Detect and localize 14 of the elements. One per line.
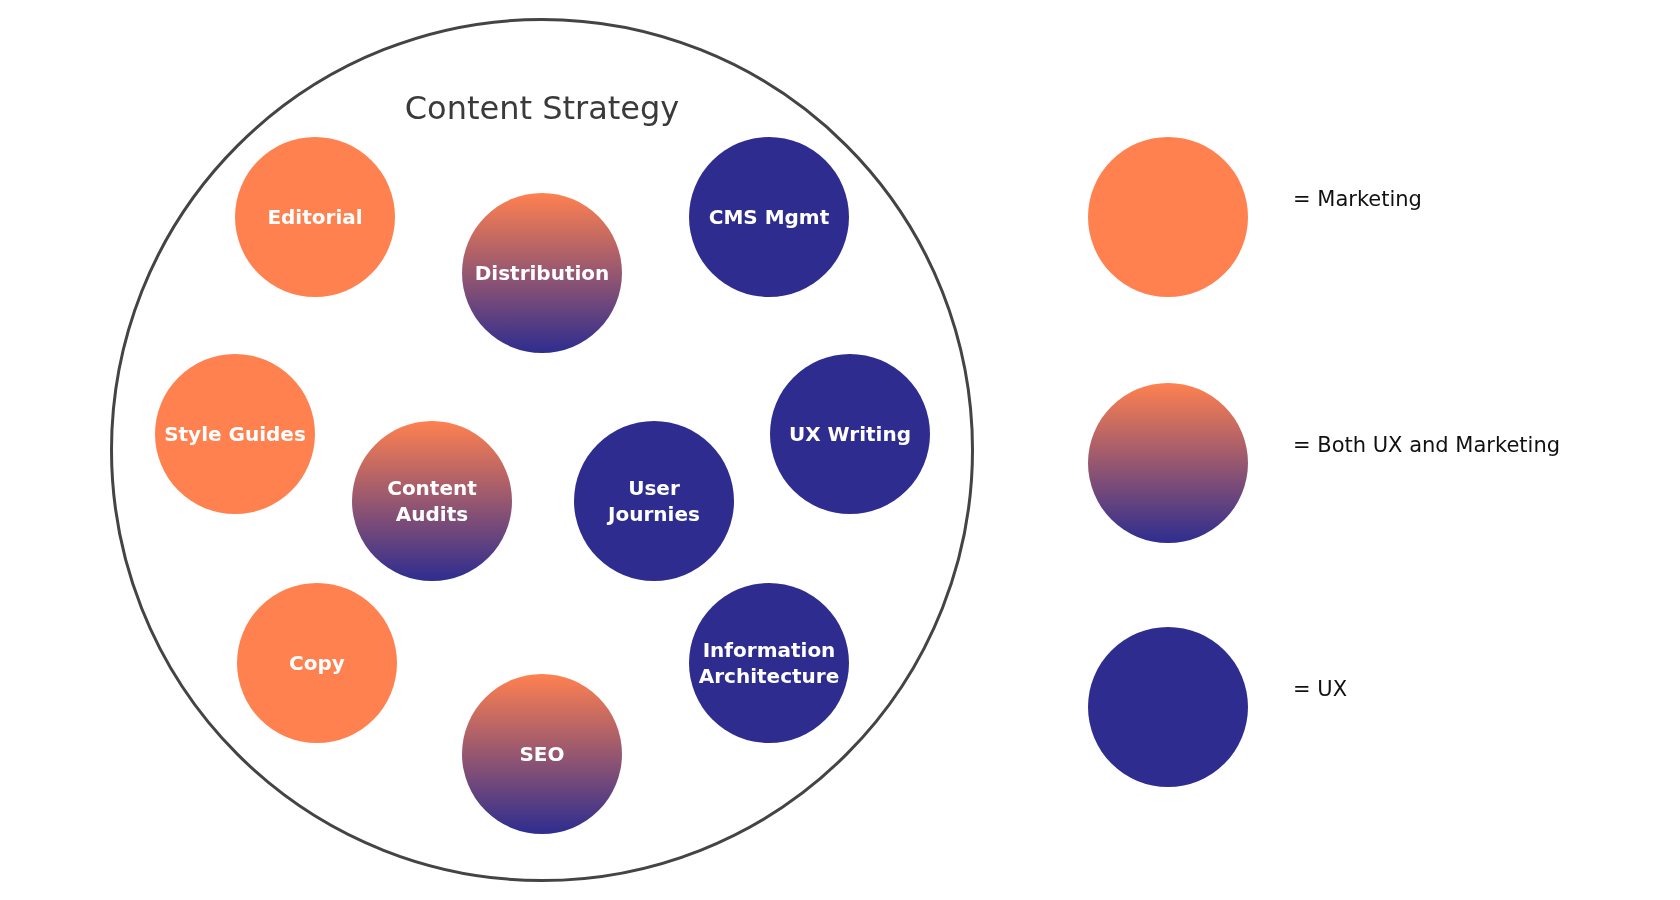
topic-circle: User Journies [574,421,734,581]
topic-circle: Information Architecture [689,583,849,743]
legend-label: = Marketing [1293,187,1422,211]
topic-circle: Distribution [462,193,622,353]
topic-circle: UX Writing [770,354,930,514]
topic-circle: CMS Mgmt [689,137,849,297]
legend-label: = Both UX and Marketing [1293,433,1561,457]
topic-circle: Editorial [235,137,395,297]
group-heading: Content Strategy [403,89,681,127]
topic-circle: SEO [462,674,622,834]
topic-circle: Content Audits [352,421,512,581]
legend-label: = UX [1293,677,1348,701]
topic-circle: Copy [237,583,397,743]
topic-circle: Style Guides [155,354,315,514]
